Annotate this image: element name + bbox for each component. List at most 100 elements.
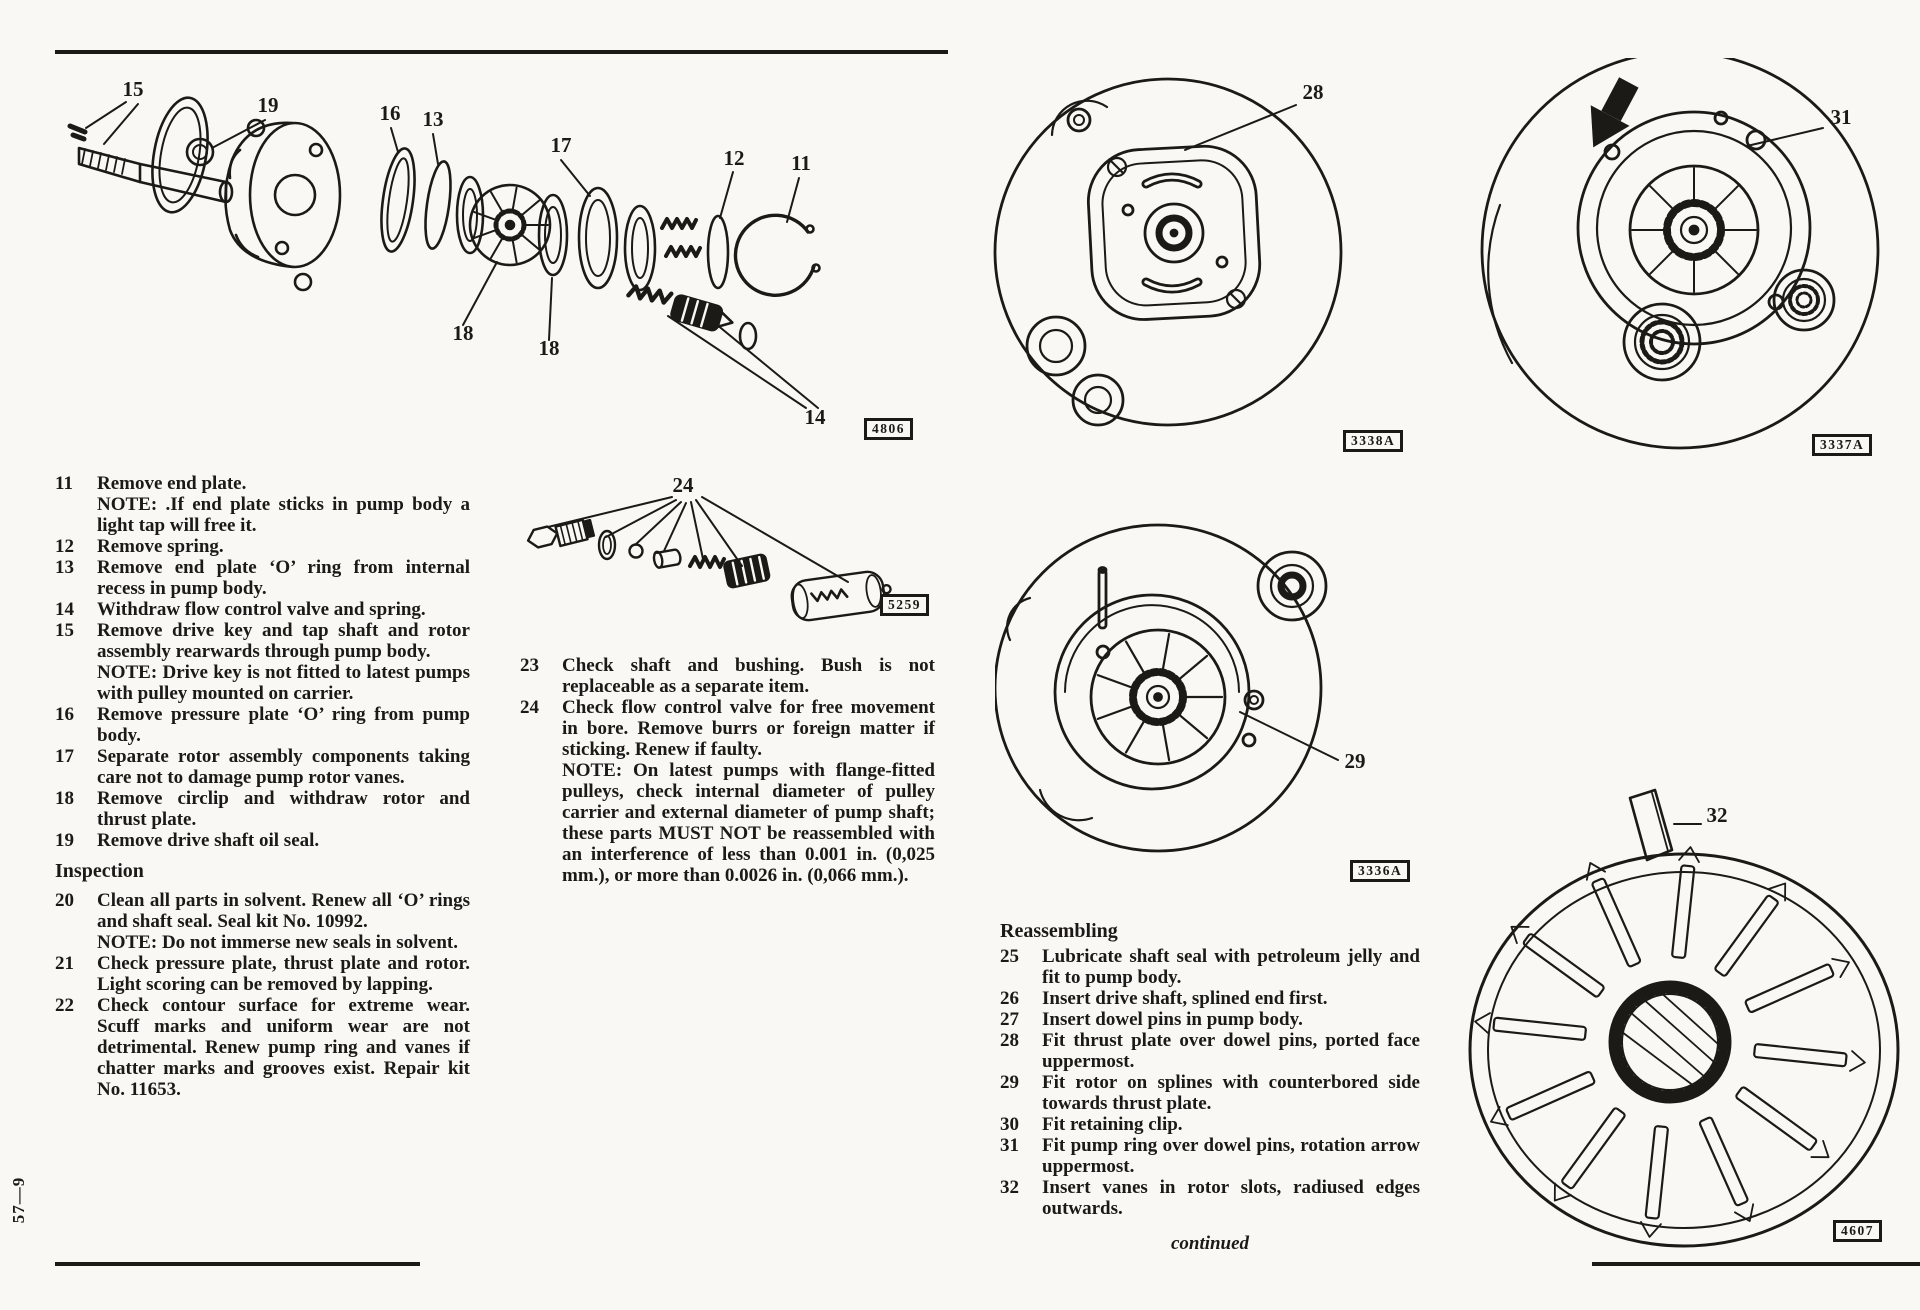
leader-lines xyxy=(547,496,849,583)
union-bolt xyxy=(526,518,596,549)
leader-line xyxy=(1746,127,1824,147)
center-boss xyxy=(1143,202,1205,264)
right-column: Reassembling 25 Lubricate shaft seal wit… xyxy=(1000,920,1420,1255)
list-item: 24 Check flow control valve for free mov… xyxy=(520,697,935,886)
page-number: 57—9 xyxy=(9,1176,28,1224)
flow-control-valve xyxy=(670,294,734,332)
list-item: 13 Remove end plate ‘O’ ring from intern… xyxy=(55,557,470,599)
valve-body xyxy=(790,570,892,622)
pressure-plate xyxy=(623,204,657,292)
dowel-pin xyxy=(1215,255,1229,269)
bore-circle xyxy=(1053,593,1251,791)
rotor xyxy=(468,183,552,267)
bottom-right-rule xyxy=(1592,1262,1920,1266)
port-slots xyxy=(1141,172,1203,294)
rotation-arrow-icon xyxy=(1590,77,1639,148)
callout-15: 15 xyxy=(123,77,144,101)
spring xyxy=(660,217,698,230)
pump-body-outline xyxy=(1480,58,1880,450)
pump-body-outline xyxy=(993,77,1343,427)
dowel-pin xyxy=(1095,566,1111,660)
callout-24: 24 xyxy=(673,473,695,497)
pressure-plate-o-ring xyxy=(380,147,416,253)
small-hole xyxy=(1243,689,1265,711)
figure-ref-4806: 4806 xyxy=(864,418,913,440)
list-item: 17 Separate rotor assembly components ta… xyxy=(55,746,470,788)
list-item: 14 Withdraw flow control valve and sprin… xyxy=(55,599,426,620)
top-rule xyxy=(55,50,948,54)
dowel-hole xyxy=(1603,143,1621,161)
list-item: 11 Remove end plate. NOTE: .If end plate… xyxy=(55,473,471,536)
pump-ring-outer xyxy=(1576,110,1812,346)
list-item: 29 Fit rotor on splines with counterbore… xyxy=(1000,1072,1420,1114)
list-item: 26 Insert drive shaft, splined end first… xyxy=(1000,988,1328,1009)
callout-31: 31 xyxy=(1831,105,1852,129)
list-item: 32 Insert vanes in rotor slots, radiused… xyxy=(1000,1177,1420,1219)
small-hole xyxy=(1241,732,1257,748)
ball xyxy=(628,543,644,559)
callout-13: 13 xyxy=(423,107,444,131)
valve-pin xyxy=(652,548,682,569)
valve-ring xyxy=(738,321,758,351)
pump-body-outline xyxy=(995,523,1323,853)
list-item: 31 Fit pump ring over dowel pins, rotati… xyxy=(1000,1135,1420,1177)
callout-19: 19 xyxy=(258,93,279,117)
threaded-boss xyxy=(1622,302,1702,382)
thrust-plate xyxy=(1086,144,1262,321)
callout-11: 11 xyxy=(791,151,811,175)
list-item: 25 Lubricate shaft seal with petroleum j… xyxy=(1000,946,1420,988)
figure-exploded-pump: 15 19 16 13 17 12 11 18 18 14 xyxy=(67,77,827,429)
valve-spring-small xyxy=(688,555,726,569)
bushing-bosses xyxy=(1025,315,1125,427)
vanes xyxy=(1474,846,1866,1238)
drive-key xyxy=(67,123,88,142)
middle-column: 23 Check shaft and bushing. Bush is not … xyxy=(520,655,935,886)
callout-18a: 18 xyxy=(453,321,474,345)
figure-flow-valve-parts: 24 xyxy=(526,473,892,622)
threaded-boss xyxy=(1772,268,1836,332)
spring xyxy=(664,245,702,258)
end-plate xyxy=(733,213,821,297)
screws xyxy=(1106,156,1247,310)
list-item: 20 Clean all parts in solvent. Renew all… xyxy=(55,890,470,953)
figure-rotor-fitted: 29 xyxy=(995,523,1366,853)
callout-17: 17 xyxy=(551,133,572,157)
mounting-hole xyxy=(1066,107,1092,133)
callout-14: 14 xyxy=(805,405,827,429)
small-hole xyxy=(1713,110,1729,126)
list-item: 19 Remove drive shaft oil seal. xyxy=(55,830,320,851)
list-item: 28 Fit thrust plate over dowel pins, por… xyxy=(1000,1030,1420,1072)
small-o-ring xyxy=(706,214,730,290)
ring-inner xyxy=(1487,871,1881,1229)
dowel-pin xyxy=(1121,203,1135,217)
second-plate xyxy=(537,193,569,277)
list-item: 27 Insert dowel pins in pump body. xyxy=(1000,1009,1303,1030)
valve-spring xyxy=(626,284,674,305)
list-item: 21 Check pressure plate, thrust plate an… xyxy=(55,953,470,995)
small-hole xyxy=(1745,129,1767,151)
callout-18b: 18 xyxy=(539,336,560,360)
list-item: 23 Check shaft and bushing. Bush is not … xyxy=(520,655,935,697)
list-item: 15 Remove drive key and tap shaft and ro… xyxy=(55,620,471,704)
leader-line xyxy=(1184,104,1297,151)
left-column: 11 Remove end plate. NOTE: .If end plate… xyxy=(55,473,470,1100)
callout-32: 32 xyxy=(1707,803,1728,827)
list-item: 18 Remove circlip and withdraw rotor and… xyxy=(55,788,470,830)
callout-29: 29 xyxy=(1345,749,1366,773)
leader-line xyxy=(1239,711,1339,761)
cam-ring xyxy=(577,186,619,290)
figure-ref-5259: 5259 xyxy=(880,594,929,616)
list-item: 16 Remove pressure plate ‘O’ ring from p… xyxy=(55,704,470,746)
grooved-plunger xyxy=(723,553,771,589)
washer xyxy=(597,529,617,561)
pump-ring-inner xyxy=(1595,129,1793,327)
list-item: 30 Fit retaining clip. xyxy=(1000,1114,1183,1135)
reassembling-heading: Reassembling xyxy=(1000,920,1118,942)
rotor xyxy=(1628,164,1760,296)
figure-ref-4607: 4607 xyxy=(1833,1220,1882,1242)
rotor-hub xyxy=(1608,980,1732,1104)
bottom-left-rule xyxy=(55,1262,420,1266)
threaded-boss xyxy=(1256,550,1328,622)
list-item: 12 Remove spring. xyxy=(55,536,224,557)
